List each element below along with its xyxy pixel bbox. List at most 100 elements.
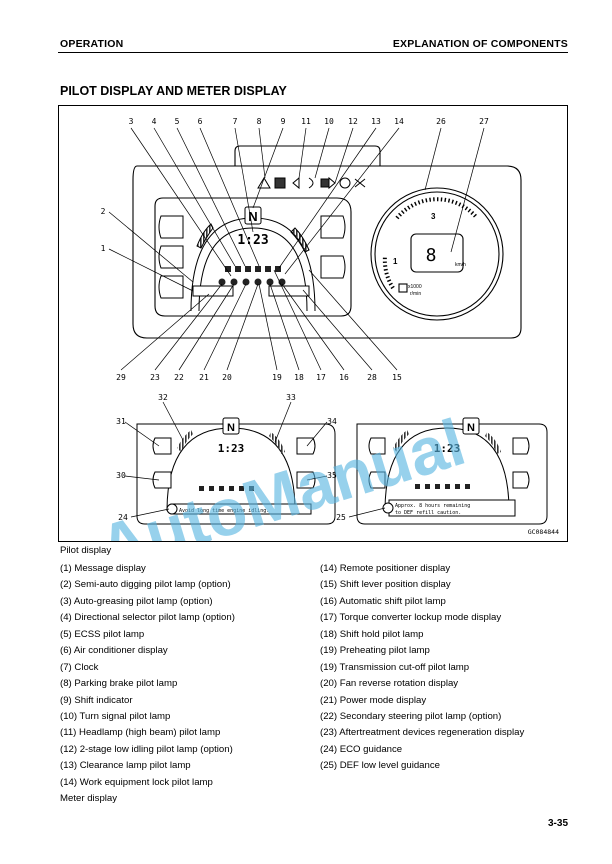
page-title: PILOT DISPLAY AND METER DISPLAY xyxy=(60,84,287,98)
callout-8: 8 xyxy=(257,117,262,126)
tick-1-text: 1 xyxy=(393,257,398,266)
callout-5: 5 xyxy=(175,117,180,126)
callout-34: 34 xyxy=(327,417,337,426)
list-item: (16) Automatic shift pilot lamp xyxy=(320,595,446,607)
eco-guidance-message: Avoid long time engine idling. xyxy=(179,508,269,514)
figure-id: GC084844 xyxy=(527,528,559,536)
callout-15: 15 xyxy=(392,373,402,382)
callout-numbers: 3 4 5 6 7 8 9 11 10 12 13 14 26 27 2 1 2… xyxy=(101,117,489,522)
list-item: (18) Shift hold pilot lamp xyxy=(320,628,424,640)
left-side-buttons xyxy=(158,215,184,299)
list-item: (1) Message display xyxy=(60,563,146,574)
callout-6: 6 xyxy=(198,117,203,126)
detail-leader-lines xyxy=(124,401,386,518)
running-header-chapter: EXPLANATION OF COMPONENTS xyxy=(392,38,568,50)
list-item: (17) Torque converter lockup mode displa… xyxy=(320,612,502,624)
list-item: (2) Semi-auto digging pilot lamp (option… xyxy=(60,579,231,591)
list-item: (19) Preheating pilot lamp xyxy=(320,645,430,657)
callout-19: 19 xyxy=(272,373,282,382)
list-item: (4) Directional selector pilot lamp (opt… xyxy=(60,612,235,624)
list-item: (24) ECO guidance xyxy=(320,743,403,755)
callout-16: 16 xyxy=(339,373,349,382)
callout-3: 3 xyxy=(129,117,134,126)
callout-11: 11 xyxy=(301,117,311,126)
list-item: (9) Shift indicator xyxy=(60,694,133,706)
pilot-display-list-left: (1) Message display (2) Semi-auto diggin… xyxy=(60,561,235,791)
list-item: (21) Power mode display xyxy=(320,694,427,706)
def-guidance-message-2: to DEF refill caution. xyxy=(395,510,461,516)
list-item: (15) Shift lever position display xyxy=(320,579,451,591)
callout-27: 27 xyxy=(479,117,489,126)
def-guidance-message-1: Approx. 8 hours remaining xyxy=(395,503,470,509)
callout-24: 24 xyxy=(118,513,128,522)
detail-view-def xyxy=(356,417,548,525)
callout-23: 23 xyxy=(150,373,160,382)
list-item: (25) DEF low level guidance xyxy=(320,760,440,772)
callout-7: 7 xyxy=(233,117,238,126)
callout-12: 12 xyxy=(348,117,358,126)
callout-31: 31 xyxy=(116,417,126,426)
instrument-panel-figure: N 1:23 8 km/h 3 1 x1000 r/min xyxy=(58,105,568,542)
bottom-leader-lines xyxy=(120,269,398,371)
list-item: (13) Clearance lamp pilot lamp xyxy=(60,760,191,772)
callout-10: 10 xyxy=(324,117,334,126)
speed-unit-text: km/h xyxy=(455,262,466,268)
callout-17: 17 xyxy=(316,373,326,382)
detail-left-clock-text: 1:23 xyxy=(218,442,245,455)
callout-28: 28 xyxy=(367,373,377,382)
callout-35: 35 xyxy=(327,471,337,480)
callout-30: 30 xyxy=(116,471,126,480)
pilot-display-list-right: (14) Remote positioner display (15) Shif… xyxy=(320,561,524,775)
list-item: (10) Turn signal pilot lamp xyxy=(60,710,171,722)
speedometer xyxy=(370,187,504,321)
callout-33: 33 xyxy=(286,393,296,402)
running-header-section: OPERATION xyxy=(60,38,124,50)
meter-display-heading: Meter display xyxy=(60,793,118,804)
speed-gear-digit: 8 xyxy=(426,245,437,266)
list-item: (14) Work equipment lock pilot lamp xyxy=(60,776,213,788)
detail-view-eco xyxy=(136,417,336,525)
rpm-unit-b-text: r/min xyxy=(410,291,421,297)
list-item: (7) Clock xyxy=(60,661,99,673)
list-item: (3) Auto-greasing pilot lamp (option) xyxy=(60,595,213,607)
list-item: (23) Aftertreatment devices regeneration… xyxy=(320,727,525,739)
cluster-housing xyxy=(132,145,522,339)
callout-13: 13 xyxy=(371,117,381,126)
clock-text: 1:23 xyxy=(237,233,268,248)
pilot-display-heading: Pilot display xyxy=(60,545,112,556)
left-leader-lines xyxy=(108,211,194,292)
callout-20: 20 xyxy=(222,373,232,382)
list-item: (12) 2-stage low idling pilot lamp (opti… xyxy=(60,743,233,755)
list-item: (6) Air conditioner display xyxy=(60,645,168,657)
callout-26: 26 xyxy=(436,117,446,126)
list-item: (20) Fan reverse rotation display xyxy=(320,678,459,690)
shift-indicator-text: N xyxy=(248,209,257,224)
callout-25: 25 xyxy=(336,513,346,522)
callout-2: 2 xyxy=(101,207,106,216)
list-item: (14) Remote positioner display xyxy=(320,563,451,574)
callout-29: 29 xyxy=(116,373,126,382)
page-number: 3-35 xyxy=(547,818,568,829)
detail-right-gear-text: N xyxy=(467,422,475,434)
callout-1: 1 xyxy=(101,244,106,253)
right-side-buttons xyxy=(320,215,346,279)
detail-right-clock-text: 1:23 xyxy=(434,442,461,455)
instrument-panel-drawing: N 1:23 8 km/h 3 1 x1000 r/min xyxy=(90,117,548,541)
callout-9: 9 xyxy=(281,117,286,126)
lcd-display xyxy=(190,206,316,312)
rpm-unit-a-text: x1000 xyxy=(408,284,422,290)
list-item: (19) Transmission cut-off pilot lamp xyxy=(320,661,470,673)
list-item: (11) Headlamp (high beam) pilot lamp xyxy=(60,727,221,739)
callout-14: 14 xyxy=(394,117,404,126)
list-item: (8) Parking brake pilot lamp xyxy=(60,678,178,690)
tick-3-text: 3 xyxy=(431,212,436,221)
top-leader-lines xyxy=(130,127,485,277)
detail-left-gear-text: N xyxy=(227,422,235,434)
list-item: (22) Secondary steering pilot lamp (opti… xyxy=(320,710,502,722)
callout-21: 21 xyxy=(199,373,209,382)
callout-22: 22 xyxy=(174,373,184,382)
warning-lamp-row xyxy=(257,176,366,190)
list-item: (5) ECSS pilot lamp xyxy=(60,628,145,640)
callout-4: 4 xyxy=(152,117,157,126)
callout-18: 18 xyxy=(294,373,304,382)
